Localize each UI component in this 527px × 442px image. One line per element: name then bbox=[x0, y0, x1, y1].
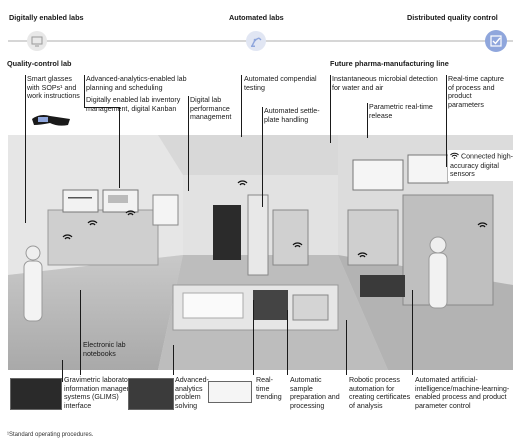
label-digital-performance: Digital lab performance management bbox=[190, 96, 232, 122]
stage-distributed-label: Distributed quality control bbox=[407, 13, 498, 22]
lab-illustration bbox=[8, 135, 513, 370]
footnote: ¹Standard operating procedures. bbox=[7, 432, 94, 438]
qc-lab-heading: Quality-control lab bbox=[7, 59, 72, 68]
monitor-icon bbox=[27, 31, 47, 51]
stage-automated-label: Automated labs bbox=[229, 13, 284, 22]
label-settle-plate: Automated settle-plate handling bbox=[264, 107, 320, 124]
label-sample-prep: Automatic sample preparation and process… bbox=[290, 376, 340, 410]
label-realtime-capture: Real-time capture of process and product… bbox=[448, 75, 504, 109]
label-advanced-analytics-planning: Advanced-analytics-enabled lab planning … bbox=[86, 75, 187, 92]
checkmark-badge-icon bbox=[485, 30, 507, 52]
label-connected-sensors: Connected high-accuracy digital sensors bbox=[448, 150, 516, 181]
wifi-icon bbox=[450, 152, 459, 162]
label-smart-glasses: Smart glasses with SOPs¹ and work instru… bbox=[27, 75, 80, 101]
label-microbial-detection: Instantaneous microbial detection for wa… bbox=[332, 75, 438, 92]
label-compendial-testing: Automated compendial testing bbox=[244, 75, 317, 92]
label-realtime-trending: Real-time trending bbox=[256, 376, 282, 402]
trending-thumbnail bbox=[208, 381, 252, 403]
glims-thumbnail bbox=[10, 378, 62, 410]
label-ai-control: Automated artificial-intelligence/machin… bbox=[415, 376, 510, 410]
robot-arm-icon bbox=[246, 31, 266, 51]
stage-digital-label: Digitally enabled labs bbox=[9, 13, 84, 22]
label-glims: Gravimetric laboratory information manag… bbox=[64, 376, 143, 410]
label-rpa: Robotic process automation for creating … bbox=[349, 376, 411, 410]
label-digital-inventory: Digitally enabled lab inventory manageme… bbox=[86, 96, 181, 113]
label-electronic-notebooks: Electronic lab notebooks bbox=[83, 341, 126, 358]
smart-glasses-icon bbox=[30, 111, 72, 134]
future-line-heading: Future pharma-manufacturing line bbox=[330, 59, 449, 68]
label-problem-solving: Advanced-analytics problem solving bbox=[175, 376, 209, 410]
problem-solving-thumbnail bbox=[128, 378, 174, 410]
label-parametric-release: Parametric real-time release bbox=[369, 103, 433, 120]
